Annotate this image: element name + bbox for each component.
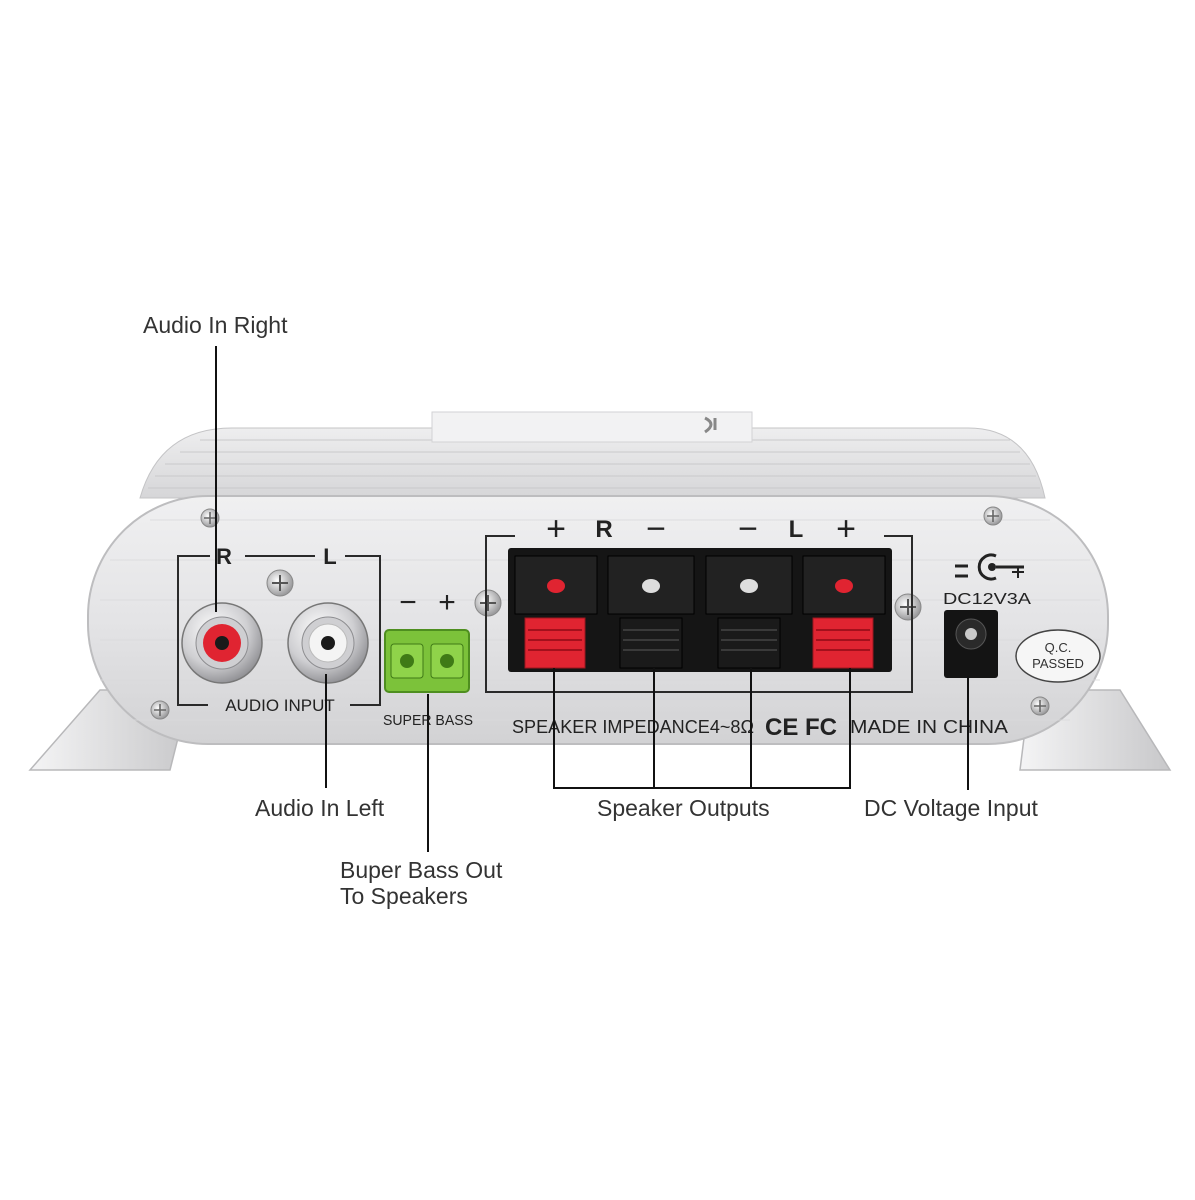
rca-jack-right[interactable] — [181, 602, 263, 684]
bass-minus-label: − — [399, 586, 417, 619]
screw — [150, 700, 170, 720]
ce-fc-mark: CE FC — [765, 714, 837, 741]
buper-bass-label: Buper Bass Out To Speakers — [340, 857, 502, 909]
brand-mark — [704, 416, 717, 434]
dc-jack[interactable] — [944, 610, 998, 678]
screw — [983, 506, 1003, 526]
screw — [200, 508, 220, 528]
top-label-plate — [431, 411, 753, 443]
spk-minus-r: − — [646, 510, 666, 548]
bass-plus-label: + — [438, 586, 456, 619]
qc-passed-sticker: Q.C. PASSED — [1015, 629, 1101, 683]
leader-speaker-outputs — [553, 668, 851, 789]
buper-bass-line1: Buper Bass Out — [340, 857, 503, 883]
screw — [1030, 696, 1050, 716]
screw — [894, 593, 922, 621]
speaker-terminal-l-minus[interactable] — [705, 555, 793, 669]
buper-bass-line2: To Speakers — [340, 883, 468, 909]
amplifier-top — [139, 427, 1046, 499]
rca-jack-left[interactable] — [287, 602, 369, 684]
screw — [474, 589, 502, 617]
screw — [266, 569, 294, 597]
rca-r-label: R — [216, 544, 232, 569]
cooling-fins — [148, 439, 1040, 489]
speaker-frame — [485, 535, 913, 693]
speaker-terminal-block — [508, 548, 892, 672]
audio-input-frame — [177, 555, 381, 706]
spk-minus-l: − — [738, 510, 758, 548]
audio-input-label: AUDIO INPUT — [225, 696, 335, 715]
audio-in-right-label: Audio In Right — [143, 312, 288, 338]
dc-voltage-input-label: DC Voltage Input — [864, 795, 1038, 821]
rca-l-label: L — [323, 544, 336, 569]
spk-l-label: L — [789, 516, 804, 543]
qc-line1: Q.C. — [1045, 640, 1072, 655]
speaker-terminal-r-plus[interactable] — [514, 555, 598, 669]
impedance-label: SPEAKER IMPEDANCE4~8Ω — [512, 717, 754, 737]
leader-lines — [215, 346, 969, 852]
dc-rating-label: DC12V3A — [943, 591, 1031, 608]
super-bass-terminal[interactable] — [384, 629, 470, 693]
qc-line2: PASSED — [1032, 656, 1084, 671]
spk-plus-r: + — [546, 510, 566, 548]
speaker-terminal-l-plus[interactable] — [802, 555, 886, 669]
dc-polarity-icon — [955, 553, 1024, 581]
spk-plus-l: + — [836, 510, 856, 548]
audio-in-left-label: Audio In Left — [255, 795, 385, 821]
made-in-label: MADE IN CHINA — [850, 717, 1008, 737]
spk-r-label: R — [595, 516, 612, 543]
speaker-terminal-r-minus[interactable] — [607, 555, 695, 669]
speaker-outputs-label: Speaker Outputs — [597, 795, 770, 821]
